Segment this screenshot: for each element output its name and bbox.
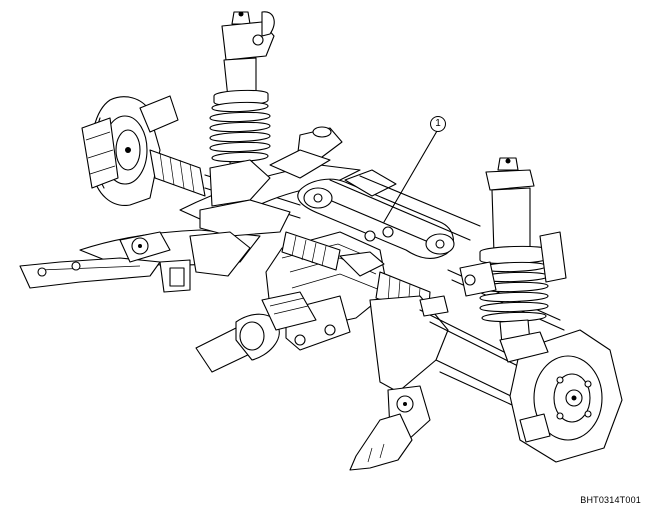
coilover-shock-front-right-icon	[479, 157, 567, 345]
coil-spring-right	[479, 261, 549, 323]
subframe-crossmember-icon	[19, 126, 361, 293]
reference-code-label: BHT0314T001	[580, 495, 641, 505]
misc-linkage	[329, 175, 497, 317]
callout-number-1: 1	[430, 116, 446, 132]
wheel-hub-left-icon	[81, 95, 179, 206]
driveshaft-icon	[195, 291, 317, 373]
coil-spring-left	[209, 101, 271, 163]
callout-leader-line	[383, 130, 438, 223]
trailing-arm-icon	[349, 269, 565, 471]
wheel-hub-right-icon	[499, 329, 623, 463]
lateral-link-icon	[297, 169, 455, 259]
